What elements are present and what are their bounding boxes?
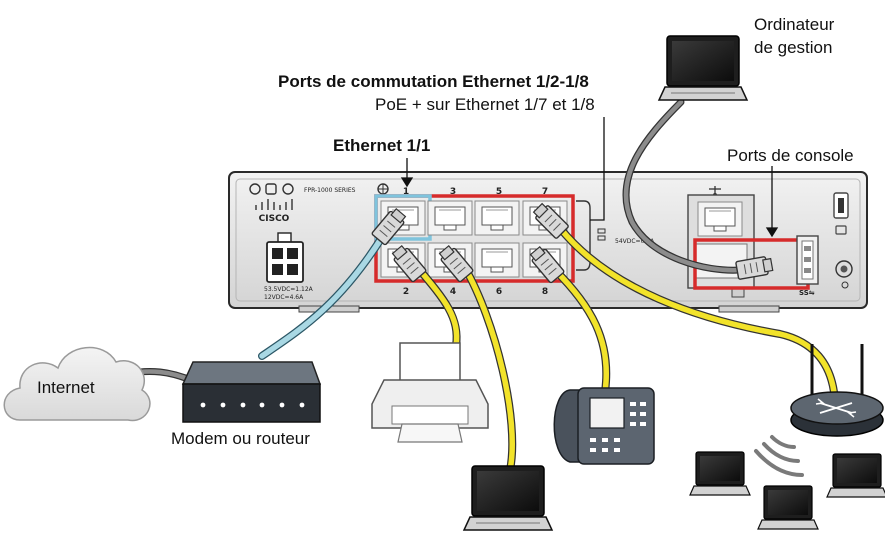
port-number-1: 1 xyxy=(403,187,409,197)
cable-port8-to-phone xyxy=(552,267,609,395)
switch-ports-callout xyxy=(590,117,605,221)
cisco-brand-text: CISCO xyxy=(259,214,290,224)
port-number-3: 3 xyxy=(450,187,456,197)
wireless-laptop-left-icon xyxy=(689,451,751,496)
wireless-router-icon xyxy=(790,344,884,437)
console-rj45-port[interactable] xyxy=(697,201,743,237)
poe-rating-label: 54VDC=0.6A xyxy=(615,238,655,245)
port-number-5: 5 xyxy=(496,187,502,197)
poe-symbol-icon xyxy=(597,228,606,241)
ethernet-port-6[interactable] xyxy=(474,242,520,278)
usb-a-port[interactable] xyxy=(796,235,819,285)
status-leds-icon xyxy=(249,183,294,195)
power-connector xyxy=(266,232,304,283)
port-number-8: 8 xyxy=(542,287,548,297)
ss-usb-label: SS⇋ xyxy=(799,289,815,297)
network-icon xyxy=(377,183,389,195)
cable-port4-to-laptop xyxy=(462,265,515,473)
ethernet-1-1-label: Ethernet 1/1 xyxy=(333,136,431,155)
ip-phone-icon xyxy=(553,387,655,465)
port-number-6: 6 xyxy=(496,287,502,297)
printer-icon xyxy=(371,342,489,443)
cable-port2-to-printer xyxy=(415,265,460,349)
management-computer-icon xyxy=(658,35,748,101)
wireless-laptop-right-icon xyxy=(826,453,885,498)
laptop-icon xyxy=(463,465,553,531)
poe-bracket xyxy=(576,200,591,271)
ethernet-port-5[interactable] xyxy=(474,200,520,236)
modem-router-icon xyxy=(181,361,322,423)
callout-lines xyxy=(400,117,779,238)
chassis-series-label: FPR-1000 SERIES xyxy=(304,187,356,194)
ethernet-port-3[interactable] xyxy=(427,200,473,236)
port-number-2: 2 xyxy=(403,287,409,297)
management-computer-label-line2: de gestion xyxy=(754,38,833,57)
wireless-laptop-center-icon xyxy=(757,485,819,530)
management-computer-label-line1: Ordinateur xyxy=(754,15,835,34)
wifi-signal-icon xyxy=(754,435,804,477)
console-ports-label: Ports de console xyxy=(727,146,854,165)
port-number-7: 7 xyxy=(542,187,548,197)
power-rating-1: 53.5VDC=1.12A xyxy=(264,286,314,293)
lock-slot-icon xyxy=(833,192,849,235)
internet-cloud-icon xyxy=(3,346,151,422)
cisco-logo-icon xyxy=(255,199,293,210)
cable-management-to-console xyxy=(623,99,743,273)
cable-modem-to-eth1-1 xyxy=(259,231,387,359)
switch-ports-title: Ports de commutation Ethernet 1/2-1/8 xyxy=(278,72,589,91)
poe-note: PoE + sur Ethernet 1/7 et 1/8 xyxy=(375,95,595,114)
modem-router-label: Modem ou routeur xyxy=(171,429,310,448)
power-rating-2: 12VDC=4.6A xyxy=(264,294,304,301)
firewall-chassis: FPR-1000 SERIES CISCO 53.5VDC=1.12A 12VD… xyxy=(228,171,868,313)
port-number-4: 4 xyxy=(450,287,456,297)
cable-port7-to-router xyxy=(557,225,837,395)
reset-button-icon[interactable] xyxy=(835,260,853,289)
internet-label: Internet xyxy=(37,378,95,397)
